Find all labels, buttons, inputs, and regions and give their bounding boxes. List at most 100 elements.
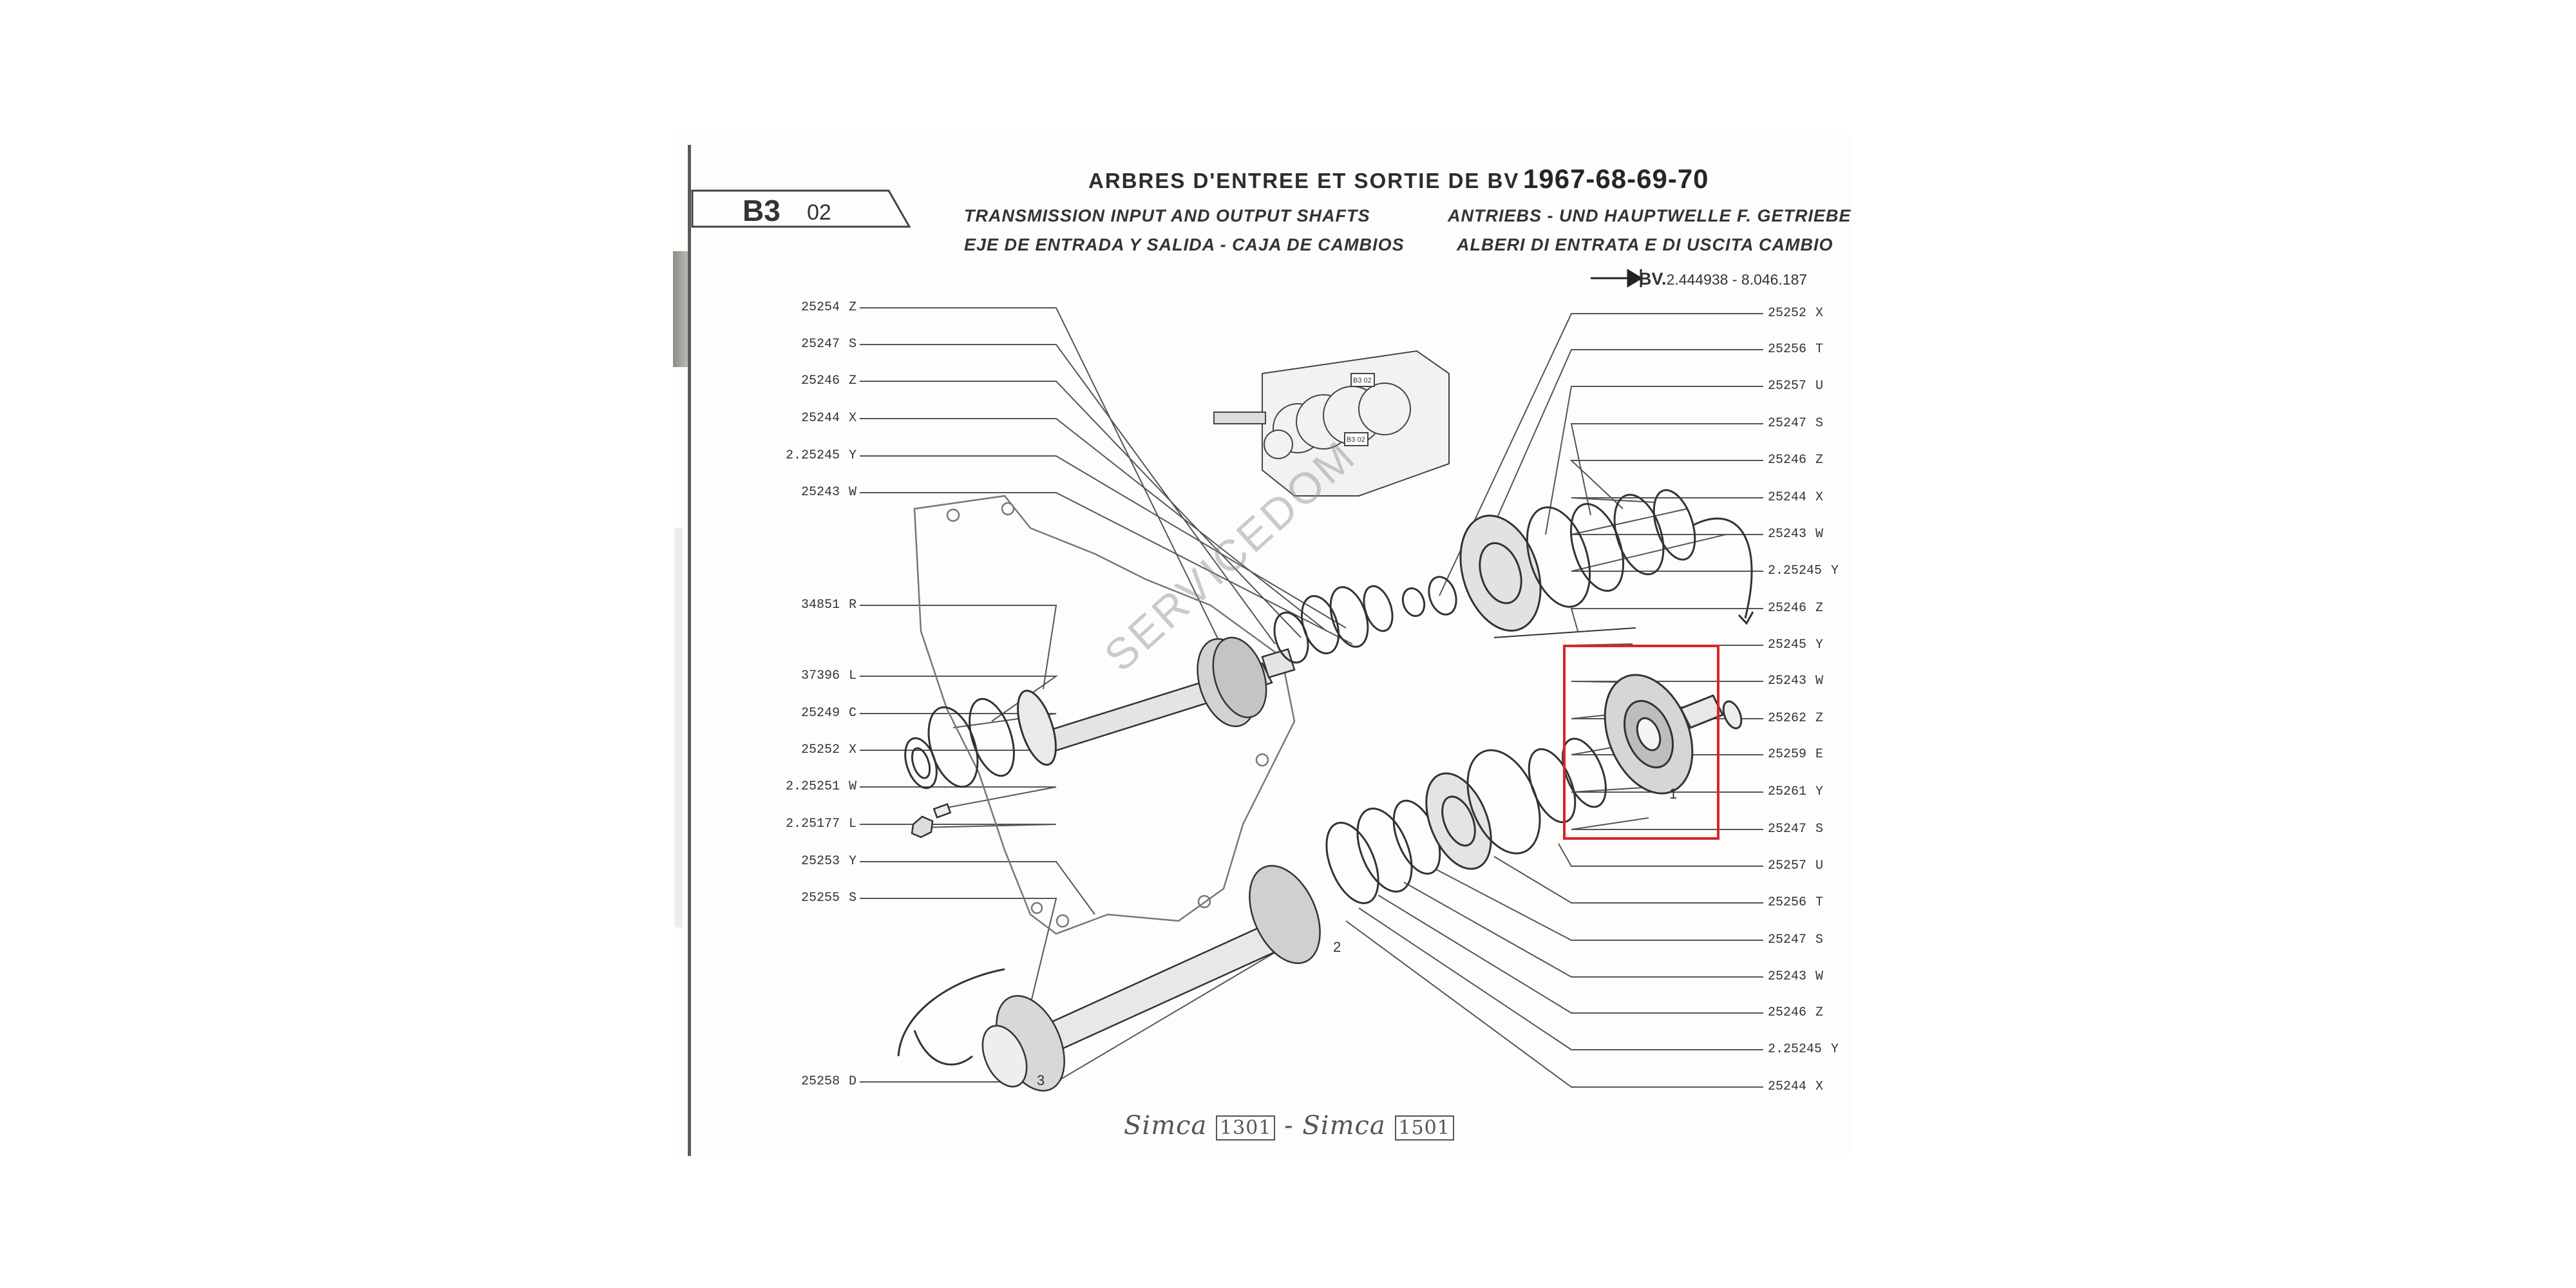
- leader-line: [860, 307, 1224, 651]
- leader-line: [860, 861, 1095, 915]
- footer-brand-right: Simca: [1302, 1111, 1386, 1141]
- leader-line: [860, 492, 1353, 645]
- part-code: W: [1815, 674, 1824, 688]
- leader-line: [1403, 882, 1763, 978]
- left-label-8: 37396 L: [801, 668, 857, 683]
- part-code: Y: [848, 448, 857, 463]
- leader-lines: [860, 307, 1763, 1088]
- part-number: 25245: [1768, 638, 1807, 652]
- part-number: 37396: [800, 668, 840, 683]
- inset-tag-a: B3 02: [1353, 377, 1372, 384]
- gearbox-housing-outline: [913, 495, 1296, 935]
- page-code-main: B3: [743, 194, 781, 227]
- title-french: ARBRES D'ENTREE ET SORTIE DE BV: [1088, 169, 1520, 193]
- part-code: Y: [1815, 638, 1824, 652]
- part-code: T: [1815, 342, 1824, 357]
- part-code: L: [848, 668, 857, 683]
- part-number: 34851: [800, 598, 840, 612]
- input-shaft: [1036, 636, 1296, 755]
- part-code: S: [848, 891, 857, 905]
- leader-line: [1571, 497, 1763, 503]
- leader-line: [1439, 313, 1763, 596]
- leader-line: [860, 676, 1059, 722]
- leader-line: [1545, 386, 1763, 535]
- part-number: 25246: [1768, 601, 1807, 616]
- part-number: 25246: [1768, 453, 1807, 468]
- leader-line: [1558, 843, 1763, 867]
- right-label-9: 25246 Z: [1768, 601, 1823, 616]
- part-code: Z: [1815, 711, 1824, 726]
- leader-line: [1435, 869, 1763, 941]
- leader-line: [860, 418, 1327, 632]
- part-code: C: [848, 706, 857, 721]
- part-number: 25247: [800, 337, 840, 352]
- part-number: 25243: [800, 485, 840, 500]
- part-number: 25246: [800, 374, 840, 388]
- highlighted-gear: [1604, 674, 1743, 795]
- part-number: 25247: [1768, 822, 1807, 837]
- inset-tag-b: B3 02: [1347, 436, 1365, 444]
- serial-arrow-icon: [1591, 269, 1643, 288]
- part-number: 25262: [1768, 711, 1807, 726]
- part-code: U: [1815, 379, 1824, 393]
- part-code: L: [848, 817, 857, 831]
- footer-model-right: 1501: [1394, 1115, 1454, 1141]
- leader-line: [1358, 907, 1763, 1050]
- part-code: E: [1815, 747, 1824, 762]
- part-number: 25261: [1768, 784, 1807, 799]
- serial-numbers: 2.444938 - 8.046.187: [1666, 271, 1808, 288]
- leader-line: [1571, 508, 1763, 535]
- highlight-box: [1563, 645, 1719, 840]
- page-binding-line: [688, 145, 691, 1156]
- leader-line: [1481, 349, 1763, 554]
- part-number: 25252: [1768, 306, 1807, 321]
- part-code: Z: [1815, 601, 1824, 616]
- label-prefix: 2.: [785, 817, 801, 831]
- label-prefix: 2.: [1768, 564, 1784, 578]
- part-code: U: [1815, 858, 1824, 873]
- part-code: W: [1815, 527, 1824, 542]
- part-number: 25245: [1783, 1042, 1823, 1057]
- output-shaft: [897, 865, 1321, 1092]
- leader-line: [860, 824, 1057, 828]
- leader-line: [860, 713, 1057, 728]
- part-number: 25249: [800, 706, 840, 721]
- part-number: 25251: [800, 779, 840, 794]
- part-code: Z: [1815, 453, 1824, 468]
- label-prefix: 2.: [785, 779, 801, 794]
- part-number: 25244: [1768, 490, 1807, 505]
- leader-line: [860, 898, 1057, 1005]
- part-code: Y: [1815, 784, 1824, 799]
- binding-shadow-lower: [675, 528, 683, 927]
- part-number: 25256: [1768, 342, 1807, 357]
- leader-line: [860, 455, 1347, 629]
- subtitle-spanish: EJE DE ENTRADA Y SALIDA - CAJA DE CAMBIO…: [964, 235, 1405, 254]
- part-number: 25247: [1768, 933, 1807, 947]
- footer-logo: Simca 1301 - Simca 1501: [1124, 1111, 1454, 1141]
- leader-line: [1571, 534, 1763, 572]
- part-number: 25254: [800, 300, 840, 315]
- title-years: 1967-68-69-70: [1523, 164, 1709, 194]
- footer-brand-left: Simca: [1124, 1111, 1208, 1141]
- part-code: Y: [1831, 564, 1839, 578]
